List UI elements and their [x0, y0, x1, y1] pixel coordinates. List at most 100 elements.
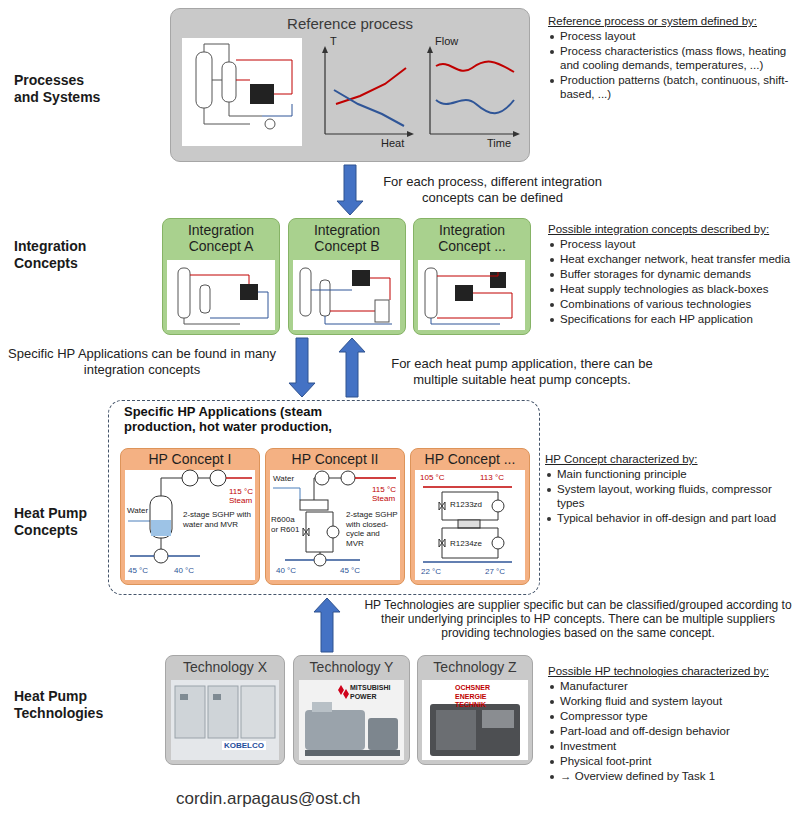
note-heading: Reference process or system defined by: [548, 14, 796, 28]
note-item: Compressor type [560, 709, 796, 723]
note-row: Investment [548, 739, 796, 753]
node-title: Technology X [166, 656, 284, 675]
integration-concept-box: Integration Concept ... [413, 218, 531, 335]
refrigerant-label: R600a or R601 [271, 515, 302, 534]
section-label: Processes and Systems [14, 72, 110, 106]
contact-email: cordin.arpagaus@ost.ch [176, 789, 361, 809]
label-slot: Water [273, 474, 294, 483]
process-box: Reference process [170, 8, 530, 162]
bullet-dot [550, 760, 554, 764]
note-item: Part-load and off-design behavior [560, 724, 796, 738]
arrow-note: For each process, different integration … [375, 174, 610, 206]
arrow-note: Specific HP Applications can be found in… [8, 346, 276, 378]
note-heading: HP Concept characterized by: [545, 452, 795, 466]
note-row: Process layout [548, 237, 796, 251]
note-row: Process layout [548, 29, 796, 43]
label-slot: Heat Pump Concepts [14, 505, 104, 539]
note-item: Heat supply technologies as black-boxes [560, 282, 796, 296]
note-list: Reference process or system defined by:P… [548, 14, 796, 101]
section-label: Heat Pump Concepts [14, 505, 104, 539]
note-item: Process layout [560, 237, 796, 251]
label-slot: 45 °C [340, 566, 360, 575]
note-item: Combinations of various technologies [560, 297, 796, 311]
label-slot: 115 °C [372, 485, 396, 494]
axis-label: T [330, 35, 337, 48]
note-item: Buffer storages for dynamic demands [560, 267, 796, 281]
refrigerant-label: R1233zd [450, 500, 482, 509]
note-item: Specifications for each HP application [560, 312, 796, 326]
note-heading: Possible HP technologies characterized b… [548, 664, 796, 678]
note-row: Part-load and off-design behavior [548, 724, 796, 738]
bullet-dot [550, 685, 554, 689]
label-slot: Flow [435, 35, 458, 48]
bullet-dot [550, 258, 554, 262]
note-row: Heat exchanger network, heat transfer me… [548, 252, 796, 266]
note-row: Process characteristics (mass flows, hea… [548, 44, 796, 72]
section-label: Heat Pump Technologies [14, 688, 114, 722]
label-slot: Steam [229, 496, 252, 505]
label-slot: cordin.arpagaus@ost.ch [176, 789, 361, 809]
arrow-note: HP Technologies are supplier specific bu… [362, 598, 794, 640]
note-row: Manufacturer [548, 679, 796, 693]
arrow-note: For each heat pump application, there ca… [372, 356, 672, 388]
note-row: Heat supply technologies as black-boxes [548, 282, 796, 296]
label-slot: T [330, 35, 337, 48]
label-slot: Water [127, 506, 148, 515]
note-row: Combinations of various technologies [548, 297, 796, 311]
note-row: → Overview defined by Task 1 [548, 769, 796, 783]
stream-label: Water [273, 474, 294, 483]
application-group: Specific HP Applications (steam producti… [108, 400, 540, 595]
technology-box: Technology Z [417, 655, 533, 765]
label-slot: For each process, different integration … [375, 174, 610, 206]
label-slot: Steam [372, 494, 395, 503]
bullet-dot [550, 700, 554, 704]
logo-text: OCHSNER ENERGIE TECHNIK [455, 684, 517, 710]
hp-concept-box: HP Concept ... [410, 448, 530, 585]
note-list: Possible integration concepts described … [548, 222, 796, 326]
label-slot: Time [487, 137, 511, 150]
integration-concept-box: Integration Concept A [162, 218, 280, 335]
bullet-dot [550, 715, 554, 719]
note-row: Compressor type [548, 709, 796, 723]
note-row: Main functioning principle [545, 467, 795, 481]
note-item: Heat exchanger network, heat transfer me… [560, 252, 796, 266]
note-list: Possible HP technologies characterized b… [548, 664, 796, 783]
bullet-dot [550, 35, 554, 39]
temperature-label: 40 °C [174, 566, 194, 575]
note-item: → Overview defined by Task 1 [560, 769, 796, 783]
note-item: Process characteristics (mass flows, hea… [560, 44, 796, 72]
bullet-dot [547, 473, 551, 477]
node-title: Integration Concept ... [414, 219, 530, 254]
label-slot: R600a or R601 [271, 515, 302, 534]
axis-label: Heat [381, 137, 404, 150]
bullet-dot [550, 243, 554, 247]
logo-text: KOBELCO [222, 741, 266, 750]
temperature-label: 105 °C [420, 473, 445, 482]
node-title: Integration Concept B [289, 219, 405, 254]
bullet-dot [550, 79, 554, 83]
label-slot: 40 °C [276, 566, 296, 575]
axis-label: Flow [435, 35, 458, 48]
note-item: Physical foot-print [560, 754, 796, 768]
temperature-label: 45 °C [128, 566, 148, 575]
label-slot: 113 °C [480, 473, 504, 482]
axis-label: Time [487, 137, 511, 150]
bullet-dot [550, 318, 554, 322]
temperature-label: 115 °C [229, 487, 253, 496]
bullet-dot [547, 488, 551, 492]
temperature-label: 27 °C [485, 567, 505, 576]
label-slot: KOBELCO [222, 741, 266, 750]
node-title: Specific HP Applications (steam producti… [109, 401, 378, 435]
stream-label: Steam [229, 496, 252, 505]
schematic-note: 2-stage SGHP with water and MVR [183, 510, 251, 529]
node-title: HP Concept II [266, 449, 404, 467]
label-slot: 40 °C [174, 566, 194, 575]
label-slot: Processes and Systems [14, 72, 110, 106]
node-title: Technology Z [418, 656, 532, 675]
temperature-label: 115 °C [372, 485, 396, 494]
label-slot: 27 °C [485, 567, 505, 576]
section-label: Integration Concepts [14, 238, 114, 272]
stream-label: Steam [372, 494, 395, 503]
note-item: Investment [560, 739, 796, 753]
bullet-dot [550, 50, 554, 54]
